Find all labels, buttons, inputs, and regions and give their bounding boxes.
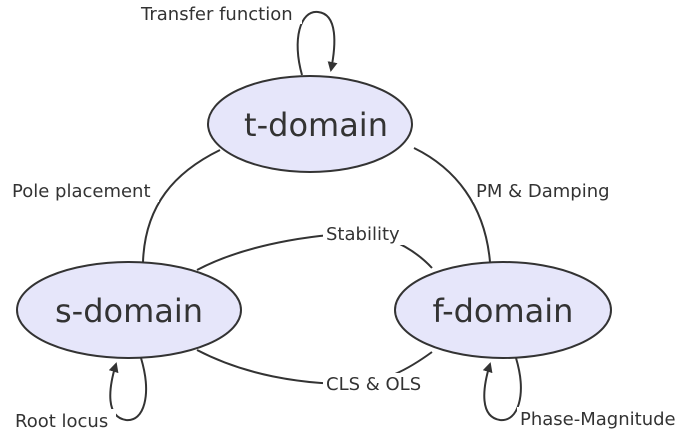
self-loop-t-domain [296, 10, 338, 76]
label-bg-pm-damping [473, 180, 617, 202]
edge-label-root-locus: Root locus [15, 411, 108, 432]
node-t-domain-label: t-domain [244, 106, 388, 144]
node-s-domain-label: s-domain [55, 292, 203, 330]
edge-t-to-f [413, 147, 491, 263]
edge-label-pole-placement: Pole placement [12, 181, 151, 202]
label-bg-cls-ols [323, 373, 425, 395]
label-bg-pole-placement [9, 180, 159, 202]
label-bg-transfer-function [138, 2, 302, 24]
node-t-domain-shape [207, 75, 413, 173]
self-loop-f-domain [482, 357, 522, 422]
self-loop-s-domain [108, 357, 148, 422]
node-t-domain[interactable]: t-domain [207, 75, 413, 173]
label-bg-root-locus [12, 409, 116, 431]
node-f-domain-shape [394, 261, 612, 359]
node-s-domain[interactable]: s-domain [16, 261, 242, 359]
node-f-domain[interactable]: f-domain [394, 261, 612, 359]
edge-label-cls-ols: CLS & OLS [326, 374, 421, 395]
edge-label-phase-magnitude: Phase-Magnitude [520, 409, 676, 430]
node-s-domain-shape [16, 261, 242, 359]
edge-label-pm-damping: PM & Damping [476, 181, 610, 202]
edge-label-transfer-function: Transfer function [140, 4, 293, 25]
edge-t-to-s [142, 149, 221, 263]
label-bg-phase-magnitude [517, 407, 683, 429]
label-bg-stability [323, 223, 407, 245]
node-f-domain-label: f-domain [433, 292, 574, 330]
edge-label-stability: Stability [326, 224, 400, 245]
